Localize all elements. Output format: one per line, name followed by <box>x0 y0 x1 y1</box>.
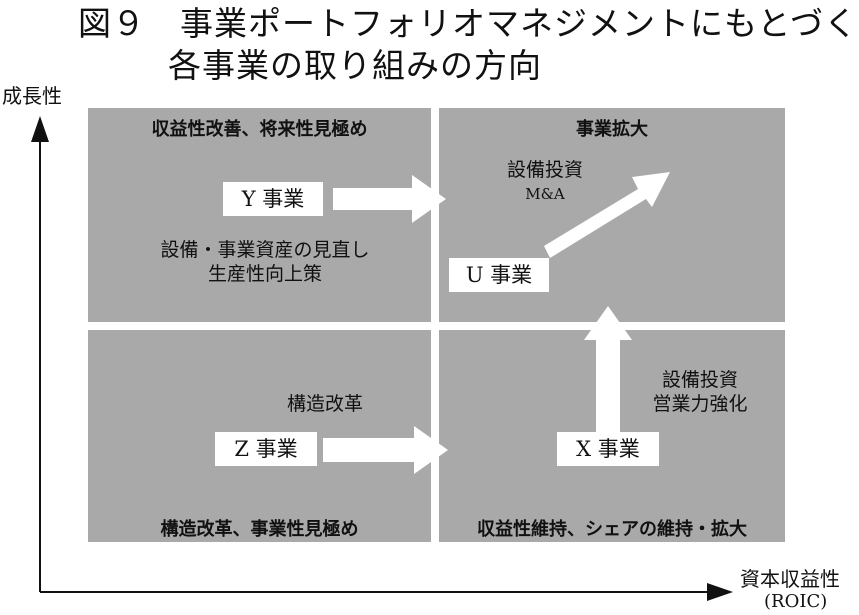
note-line: 構造改革 <box>286 393 363 415</box>
quadrant-title-bottom-left: 構造改革、事業性見極め <box>160 519 359 540</box>
quadrant-title-top-left: 収益性改善、将来性見極め <box>151 119 368 140</box>
note-bottom-left: 構造改革 <box>270 392 380 416</box>
note-line: 設備投資 <box>661 369 738 391</box>
figure-title-line2: 各事業の取り組みの方向 <box>168 46 542 85</box>
x-business-arrow <box>584 306 632 438</box>
x-axis-sublabel: (ROIC) <box>764 591 828 612</box>
y-axis-arrowhead <box>31 116 49 142</box>
note-line: M&A <box>525 185 565 203</box>
figure-title-line1: 図９ 事業ポートフォリオマネジメントにもとづく <box>78 4 859 43</box>
note-line: 営業力強化 <box>652 393 748 415</box>
z-business-arrow <box>323 426 448 474</box>
u-business-arrow <box>544 172 670 258</box>
business-box-z: Z 事業 <box>215 432 317 466</box>
business-box-y: Y 事業 <box>223 182 323 216</box>
note-line: 設備投資 <box>506 159 583 181</box>
y-business-arrow <box>333 175 446 223</box>
quadrant-title-bottom-right: 収益性維持、シェアの維持・拡大 <box>477 519 747 540</box>
note-bottom-right: 設備投資 営業力強化 <box>630 368 770 416</box>
quadrant-title-top-right: 事業拡大 <box>576 119 648 140</box>
note-line: 生産性向上策 <box>207 263 322 285</box>
x-axis-arrowhead <box>707 583 733 601</box>
business-box-x: X 事業 <box>557 432 659 466</box>
note-top-right: 設備投資 M&A <box>485 158 605 206</box>
note-line: 設備・事業資産の見直し <box>160 239 370 261</box>
x-axis-label: 資本収益性 <box>740 567 840 591</box>
note-top-left: 設備・事業資産の見直し 生産性向上策 <box>130 238 400 286</box>
business-box-u: U 事業 <box>449 258 549 292</box>
y-axis-label: 成長性 <box>2 84 62 108</box>
